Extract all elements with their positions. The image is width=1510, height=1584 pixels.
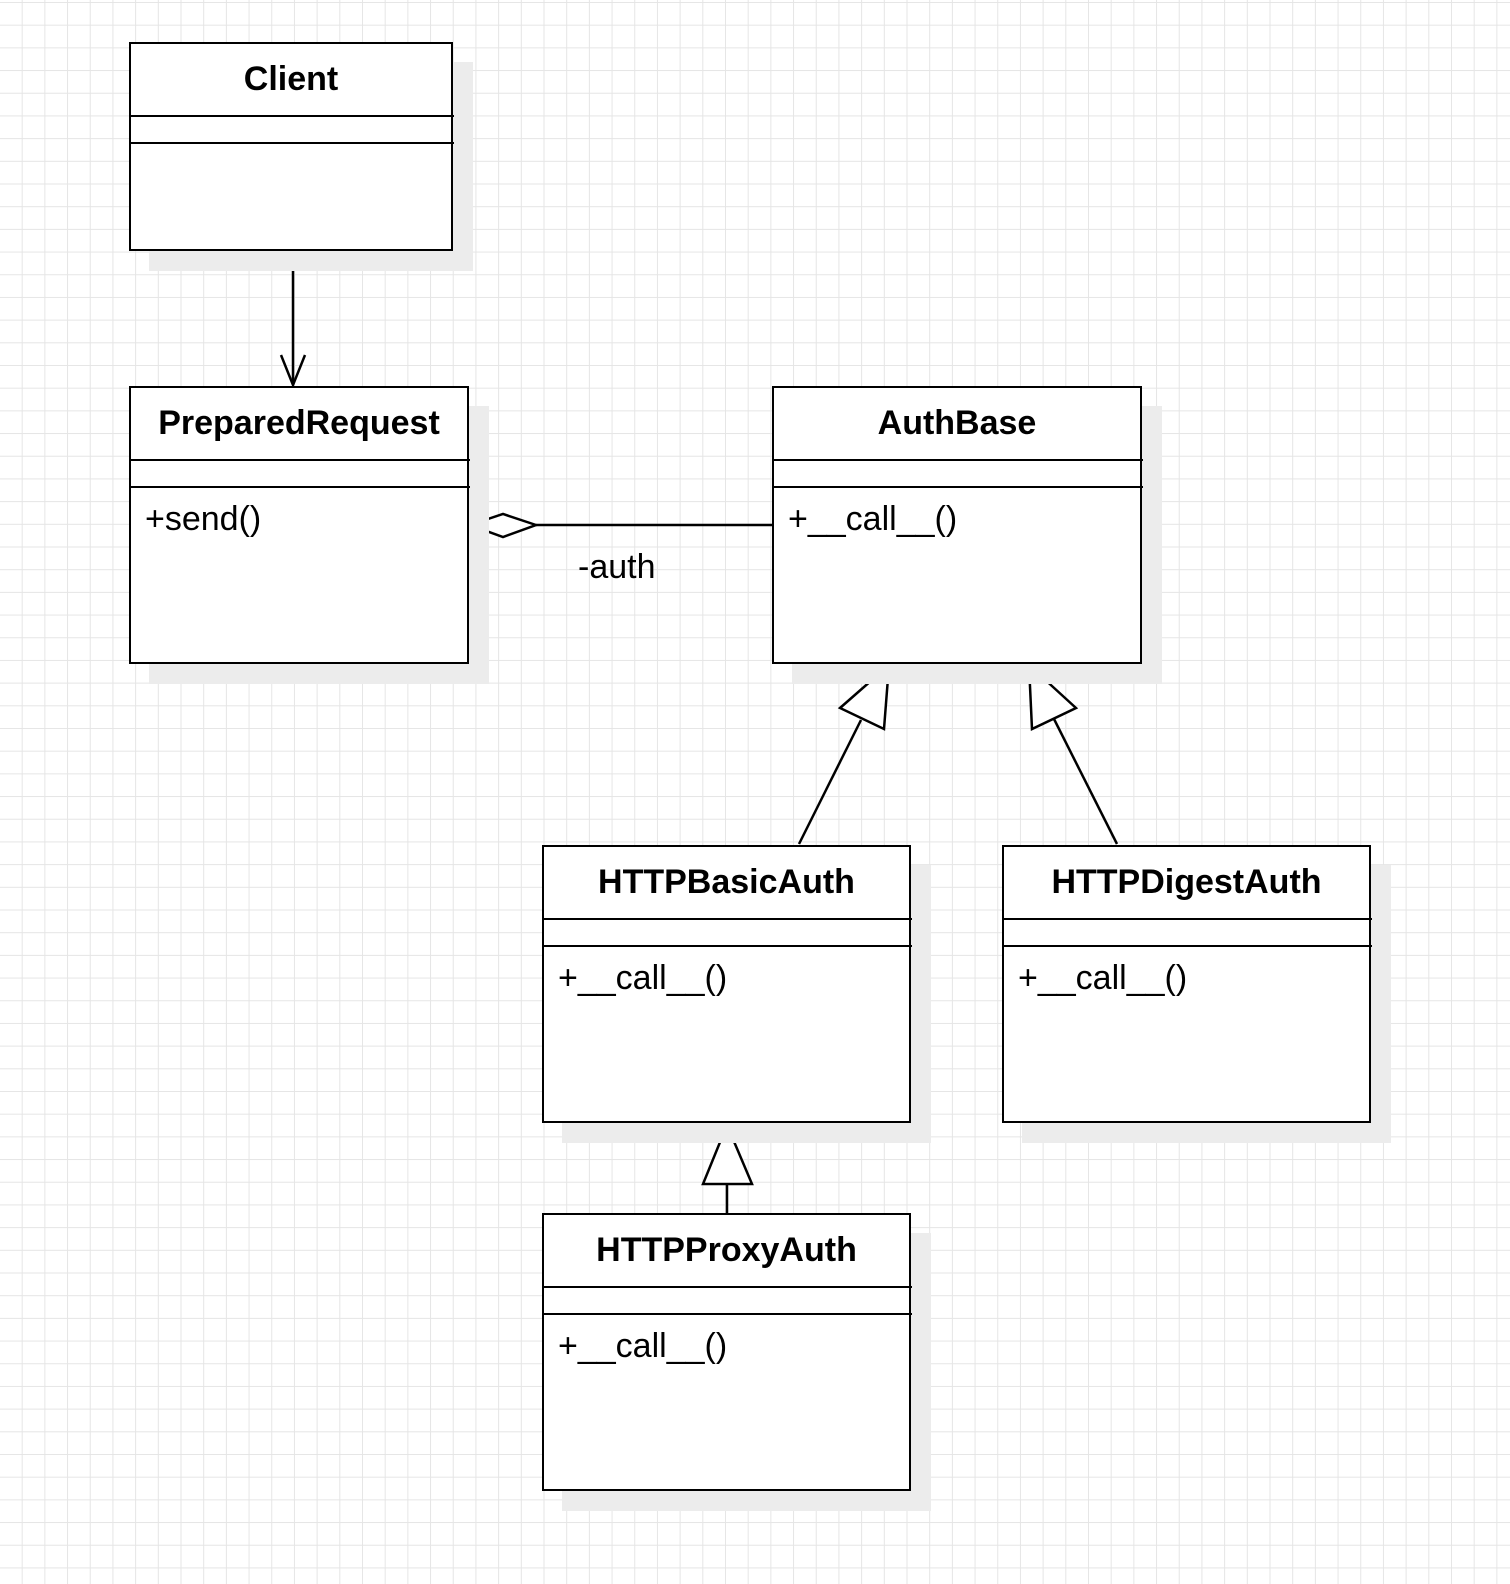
class-name: HTTPBasicAuth [598,863,855,901]
attributes-compartment [131,115,454,144]
class-name: AuthBase [877,404,1037,442]
generalization-digest-authbase[interactable] [1027,662,1119,845]
operations-compartment: +__call__() [544,947,909,999]
aggregation-auth[interactable] [466,512,772,539]
attributes-compartment [1004,918,1372,947]
operations-compartment: +__call__() [544,1315,909,1367]
class-client[interactable]: Client [129,42,454,251]
operations-compartment: +send() [131,488,467,540]
class-httpproxyauth[interactable]: HTTPProxyAuth +__call__() [542,1213,912,1491]
class-name: HTTPProxyAuth [596,1231,857,1269]
generalization-proxy-basic[interactable] [701,1121,754,1213]
class-httpdigestauth[interactable]: HTTPDigestAuth +__call__() [1002,845,1372,1123]
attributes-compartment [544,1286,912,1315]
attributes-compartment [131,459,470,488]
operations-compartment: +__call__() [774,488,1140,540]
attributes-compartment [774,459,1143,488]
class-name: HTTPDigestAuth [1051,863,1322,901]
operations-compartment [131,144,451,154]
class-name: PreparedRequest [158,404,440,442]
operation: +__call__() [558,959,728,997]
generalization-basic-authbase[interactable] [797,662,891,845]
class-name: Client [243,60,339,98]
attributes-compartment [544,918,912,947]
association-client-preparedrequest[interactable] [279,252,307,389]
operations-compartment: +__call__() [1004,947,1369,999]
class-httpbasicauth[interactable]: HTTPBasicAuth +__call__() [542,845,912,1123]
class-preparedrequest[interactable]: PreparedRequest +send() [129,386,470,664]
operation: +__call__() [558,1327,728,1365]
operation: +send() [145,500,262,538]
operation: +__call__() [788,500,958,538]
operation: +__call__() [1018,959,1188,997]
aggregation-role-label: -auth [578,548,656,586]
class-authbase[interactable]: AuthBase +__call__() [772,386,1143,664]
